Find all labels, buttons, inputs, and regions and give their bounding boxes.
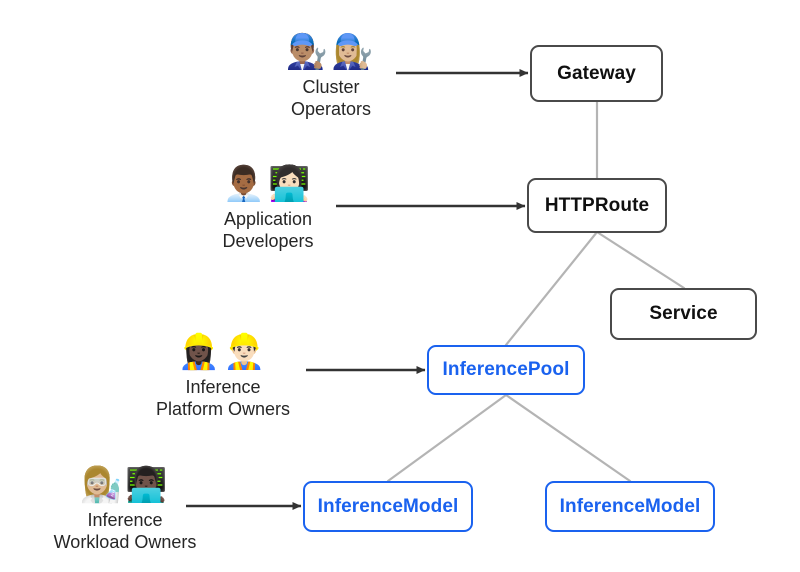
edge-inferencepool-inferencemodel-right (504, 393, 632, 483)
node-service[interactable]: Service (610, 288, 757, 340)
application-developers-label-line1: Application (223, 209, 313, 229)
application-developers-label: Application Developers (222, 209, 313, 253)
node-gateway[interactable]: Gateway (530, 45, 663, 102)
inference-platform-owners-avatars: 👷🏿‍♀️👷🏻‍♂️ (177, 333, 269, 372)
edge-httproute-inferencepool (504, 230, 599, 347)
inference-workload-owners-avatars: 👩🏼‍🔬👨🏿‍💻 (79, 466, 171, 505)
cluster-operators-label: Cluster Operators (291, 77, 371, 121)
inference-platform-owners-label: Inference Platform Owners (156, 377, 290, 421)
persona-application-developers: 👨🏾‍💼👩🏻‍💻 Application Developers (153, 164, 383, 253)
node-inferencepool-label: InferencePool (442, 359, 570, 380)
inference-workload-owners-label-line1: Inference (87, 510, 163, 530)
node-service-label: Service (649, 303, 718, 324)
inference-workload-owners-label: Inference Workload Owners (54, 510, 197, 554)
inference-platform-owners-label-line2: Platform Owners (155, 398, 291, 419)
node-inferencemodel-right-label: InferenceModel (559, 495, 701, 517)
persona-inference-platform-owners: 👷🏿‍♀️👷🏻‍♂️ Inference Platform Owners (108, 332, 338, 421)
node-inferencemodel-right[interactable]: InferenceModel (545, 481, 715, 532)
application-developers-avatars: 👨🏾‍💼👩🏻‍💻 (222, 165, 314, 204)
node-gateway-label: Gateway (557, 62, 636, 84)
cluster-operators-label-line2: Operators (290, 98, 372, 119)
node-httproute[interactable]: HTTPRoute (527, 178, 667, 233)
cluster-operators-avatars: 👨🏽‍🔧👩🏼‍🔧 (285, 33, 377, 72)
node-inferencemodel-left[interactable]: InferenceModel (303, 481, 473, 532)
inference-workload-owners-label-line2: Workload Owners (53, 531, 197, 552)
edge-inferencepool-inferencemodel-left (386, 393, 508, 483)
edge-httproute-service (595, 230, 686, 290)
persona-inference-workload-owners: 👩🏼‍🔬👨🏿‍💻 Inference Workload Owners (10, 465, 240, 554)
cluster-operators-label-line1: Cluster (302, 77, 360, 97)
node-inferencemodel-left-label: InferenceModel (317, 495, 459, 517)
application-developers-label-line2: Developers (222, 230, 314, 251)
node-inferencepool[interactable]: InferencePool (427, 345, 585, 395)
node-httproute-label: HTTPRoute (544, 194, 650, 216)
inference-platform-owners-label-line1: Inference (185, 377, 261, 397)
persona-cluster-operators: 👨🏽‍🔧👩🏼‍🔧 Cluster Operators (216, 32, 446, 121)
